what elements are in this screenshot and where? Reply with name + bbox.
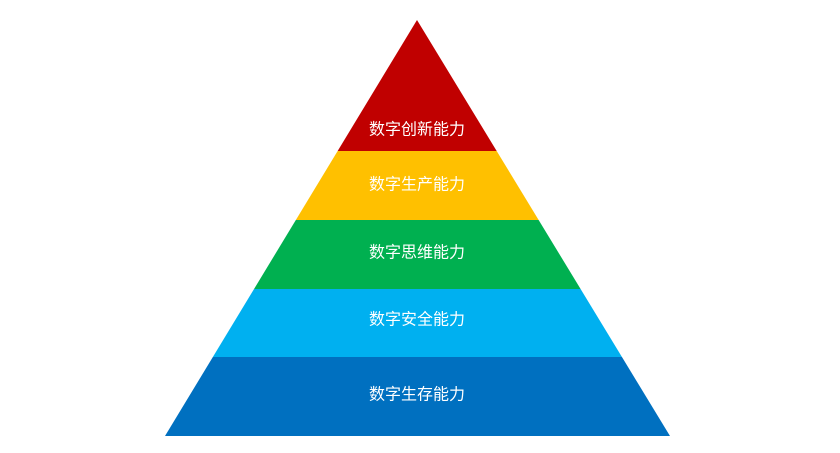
pyramid-layer-label: 数字思维能力 — [369, 243, 465, 262]
pyramid-layer-label: 数字安全能力 — [369, 310, 465, 329]
pyramid-layer-1 — [337, 20, 497, 151]
pyramid-layer-4 — [212, 289, 622, 357]
pyramid-layer-2 — [295, 151, 539, 220]
pyramid-layer-3 — [254, 220, 581, 289]
pyramid-layer-5 — [165, 357, 670, 436]
pyramid-layer-label: 数字创新能力 — [369, 120, 465, 139]
pyramid-layer-label: 数字生产能力 — [369, 175, 465, 194]
pyramid-layer-label: 数字生存能力 — [369, 385, 465, 404]
